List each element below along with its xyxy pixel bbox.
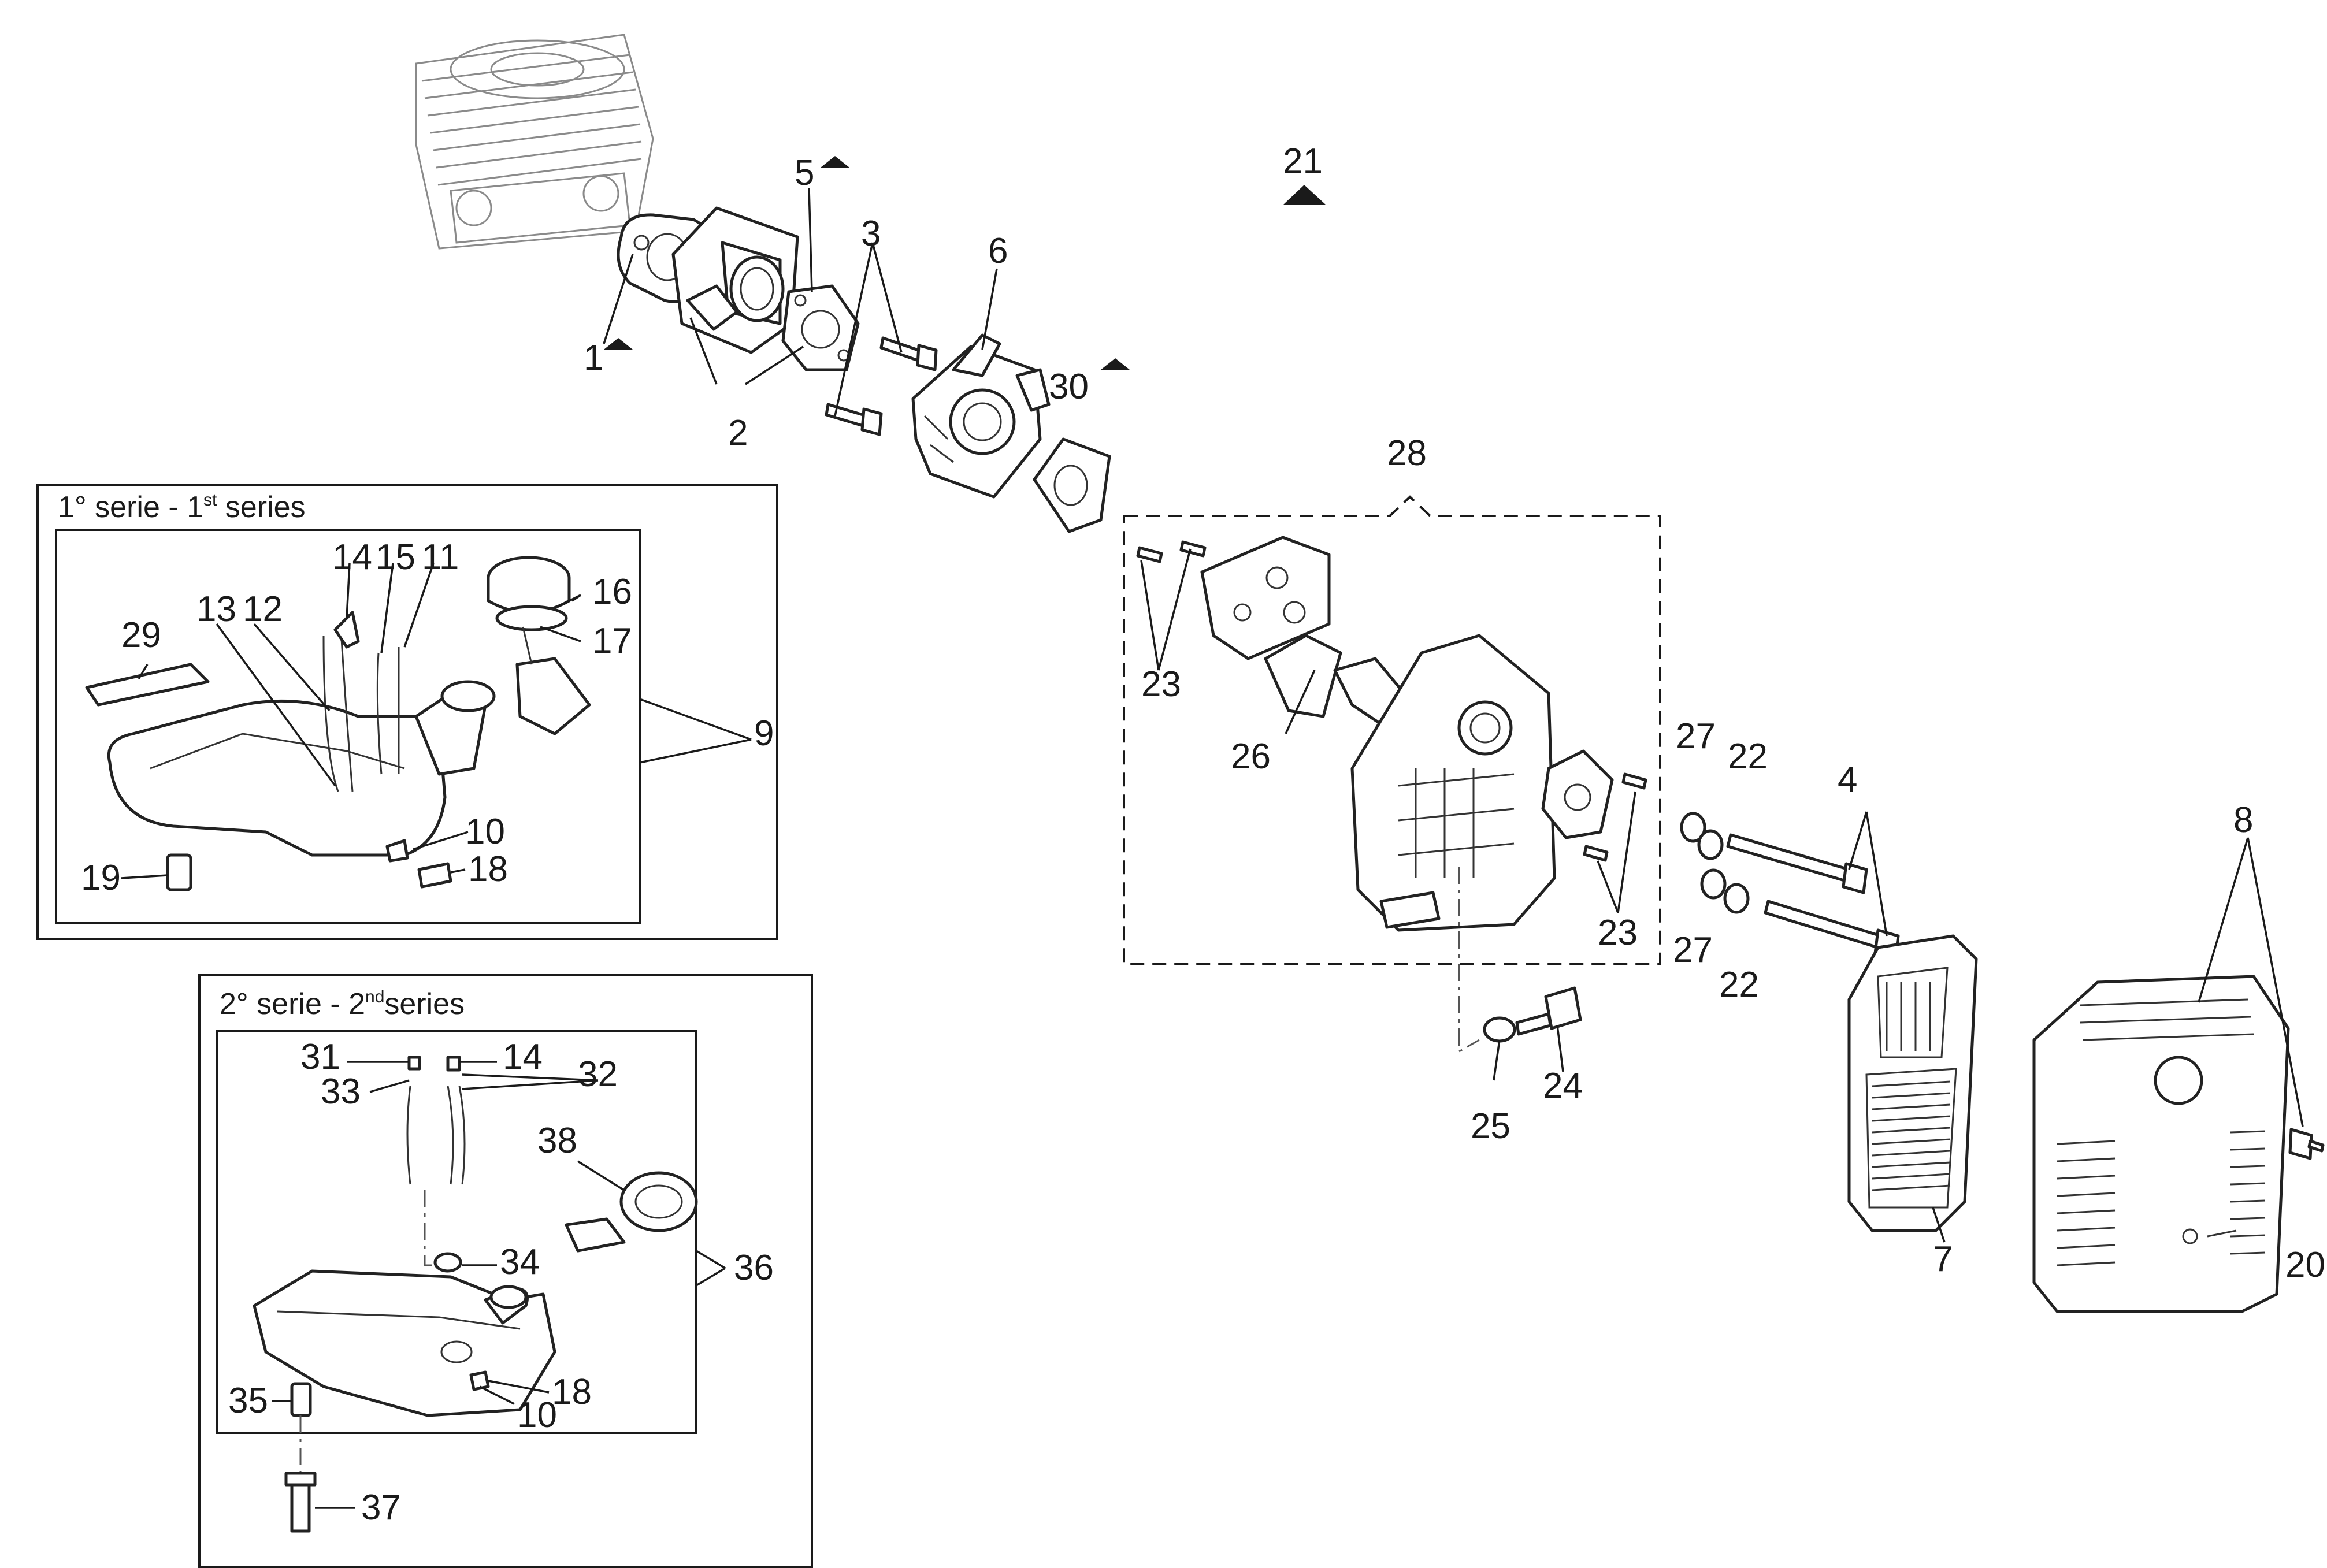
label-19: 19 [81,858,121,898]
label-26: 26 [1231,737,1271,776]
label-7: 7 [1933,1239,1953,1279]
triangle-icon [1283,185,1326,205]
label-23-top: 23 [1141,664,1181,704]
second-series-box: 2° serie - 2ndseries [198,974,813,1568]
label-27-top: 27 [1676,716,1716,756]
label-8: 8 [2233,800,2253,840]
label-17: 17 [592,621,632,661]
carburetor-6 [911,333,1051,499]
label-18-second: 18 [552,1372,592,1412]
label-27-bottom: 27 [1673,930,1713,970]
screw-24-washer-25 [1483,986,1582,1043]
filter-cover-8 [2032,975,2290,1313]
label-11: 11 [422,537,459,577]
cylinder-ghost [415,34,654,250]
label-36: 36 [734,1248,774,1288]
label-16: 16 [592,572,632,612]
label-14-first: 14 [332,537,372,577]
air-filter-box [1123,495,1661,965]
label-13: 13 [196,589,236,629]
callout-labels: 1 2 3 4 5 6 7 8 9 10 11 12 13 14 15 16 1… [81,142,2325,1528]
label-1: 1 [584,338,603,378]
triangle-markers [604,156,1326,370]
label-21: 21 [1283,142,1323,181]
label-20: 20 [2285,1245,2325,1285]
triangle-icon [821,156,849,168]
label-22-bottom: 22 [1719,965,1759,1005]
screw-20 [2288,1128,2325,1160]
washers-studs [1680,812,1900,961]
label-5: 5 [795,153,814,193]
label-15: 15 [376,537,415,577]
label-6: 6 [988,231,1008,271]
axis-line-air-box [1458,867,1480,1053]
label-30: 30 [1049,367,1089,407]
label-23-bottom: 23 [1598,913,1638,953]
intake-manifold-2 [671,206,799,354]
air-filter-7 [1847,934,1978,1232]
second-series-title: 2° serie - 2ndseries [220,987,465,1021]
first-series-title: 1° serie - 1st series [58,491,306,524]
gasket-30 [1033,437,1111,533]
label-18-first: 18 [468,849,508,889]
label-9: 9 [754,714,774,753]
label-34: 34 [500,1242,540,1282]
label-31: 31 [300,1037,340,1077]
label-14-second: 14 [503,1037,543,1077]
label-37: 37 [361,1488,401,1528]
label-25: 25 [1471,1106,1510,1146]
label-29: 29 [121,615,161,655]
leader-lines [121,187,2304,1509]
triangle-icon [1101,358,1130,370]
label-38: 38 [537,1121,577,1161]
label-32: 32 [578,1054,618,1094]
label-10-second: 10 [517,1395,557,1435]
label-4: 4 [1838,760,1857,800]
label-2: 2 [728,413,748,453]
triangle-icon [604,338,633,350]
label-24: 24 [1543,1066,1583,1106]
label-33: 33 [321,1072,361,1112]
label-12: 12 [243,589,283,629]
label-10-first: 10 [465,812,505,852]
first-series-box: 1° serie - 1st series [36,484,778,940]
label-28: 28 [1387,433,1427,473]
label-3: 3 [861,214,881,254]
label-22-top: 22 [1728,737,1768,776]
label-35: 35 [228,1381,268,1421]
